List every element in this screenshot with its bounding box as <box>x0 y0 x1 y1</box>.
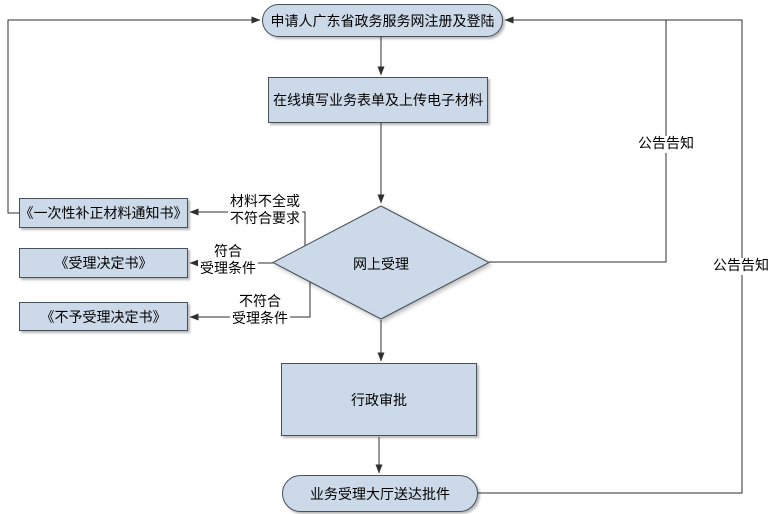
edge-label-meets: 符合 受理条件 <box>198 244 258 278</box>
edge-delivery-back-to-start <box>478 16 743 494</box>
node-delivery: 业务受理大厅送达批件 <box>282 475 478 512</box>
node-notice-reject-label: 《不予受理决定书》 <box>40 310 167 326</box>
node-notice-supplement: 《一次性补正材料通知书》 <box>19 198 188 228</box>
edge-label-not-meets: 不符合 受理条件 <box>230 294 290 328</box>
node-approval: 行政审批 <box>281 363 477 436</box>
node-decision-label: 网上受理 <box>353 258 409 273</box>
edge-label-announce-bottom: 公告告知 <box>713 258 769 275</box>
node-notice-reject: 《不予受理决定书》 <box>19 302 188 331</box>
node-notice-supplement-label: 《一次性补正材料通知书》 <box>19 207 188 222</box>
edge-supplement-back-to-start <box>7 16 261 214</box>
node-online-form: 在线填写业务表单及上传电子材料 <box>268 77 488 123</box>
node-start-label: 申请人广东省政务服务网注册及登陆 <box>270 14 495 30</box>
node-notice-accept: 《受理决定书》 <box>19 248 188 278</box>
node-delivery-label: 业务受理大厅送达批件 <box>310 487 450 503</box>
node-online-form-label: 在线填写业务表单及上传电子材料 <box>273 94 483 109</box>
node-notice-accept-label: 《受理决定书》 <box>54 257 153 272</box>
decision-diamond <box>271 205 491 320</box>
edge-label-incomplete: 材料不全或 不符合要求 <box>228 194 302 228</box>
edge-decision-announce <box>489 20 667 263</box>
node-start: 申请人广东省政务服务网注册及登陆 <box>262 4 503 37</box>
node-approval-label: 行政审批 <box>351 393 407 409</box>
edge-label-announce-top: 公告告知 <box>638 136 694 153</box>
